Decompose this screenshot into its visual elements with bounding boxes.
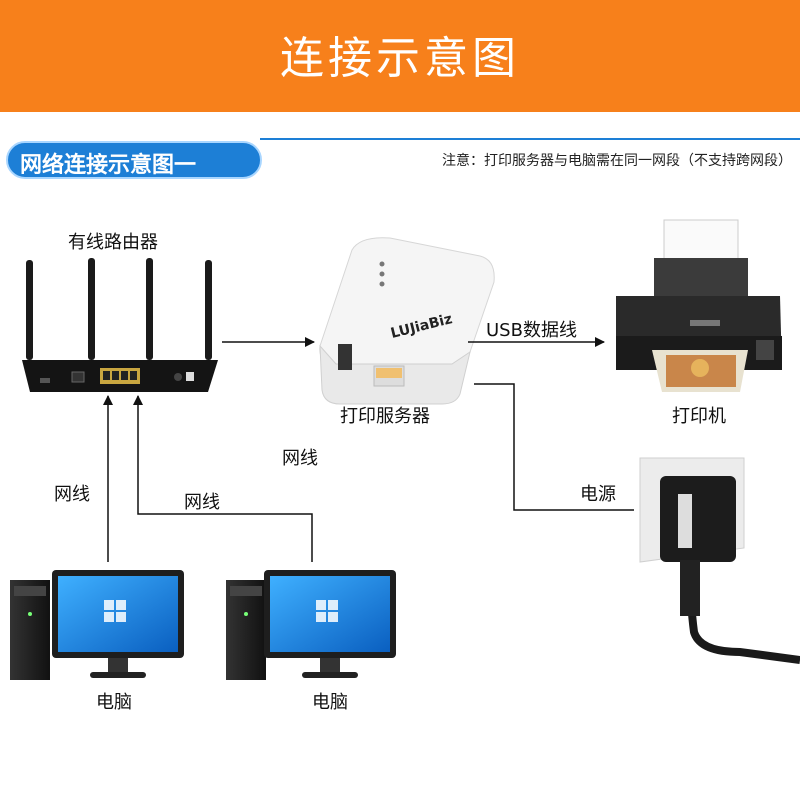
pc-left bbox=[10, 570, 184, 680]
section-tab: 网络连接示意图一 bbox=[6, 141, 262, 179]
section-title: 网络连接示意图一 bbox=[20, 153, 197, 178]
power-socket bbox=[639, 457, 800, 664]
router-label: 有线路由器 bbox=[68, 232, 158, 253]
cable-label-left: 网线 bbox=[54, 484, 90, 505]
router-device bbox=[22, 258, 218, 392]
cable-label-top: 网线 bbox=[282, 448, 318, 469]
print-server-device: LUJiaBiz bbox=[319, 237, 495, 405]
pc-right-cable-line bbox=[133, 395, 313, 562]
header-banner: 连接示意图 bbox=[0, 0, 800, 112]
pc-left-label: 电脑 bbox=[96, 692, 132, 713]
cable-label-mid: 网线 bbox=[184, 492, 220, 513]
printer-label: 打印机 bbox=[672, 406, 726, 427]
printer-device bbox=[616, 219, 782, 392]
pc-right-label: 电脑 bbox=[312, 692, 348, 713]
page-title: 连接示意图 bbox=[280, 33, 520, 84]
section-divider bbox=[260, 138, 800, 140]
power-label: 电源 bbox=[580, 484, 616, 505]
pc-right bbox=[226, 570, 396, 680]
note-text: 注意：打印服务器与电脑需在同一网段（不支持跨网段） bbox=[442, 153, 792, 169]
power-cable-line bbox=[474, 383, 634, 511]
usb-cable-label: USB数据线 bbox=[486, 320, 577, 341]
print-server-label: 打印服务器 bbox=[340, 406, 430, 427]
